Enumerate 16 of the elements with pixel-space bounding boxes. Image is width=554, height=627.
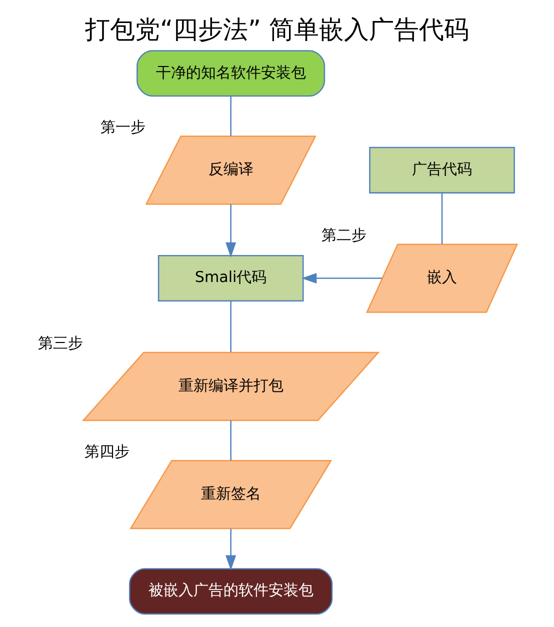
node-label: 第二步 (321, 226, 366, 244)
node-box: 被嵌入广告的软件安装包 (129, 568, 333, 615)
node-label: 第四步 (84, 442, 130, 460)
connector (230, 301, 232, 352)
connector (441, 193, 443, 244)
diagram-title: 打包党“四步法” 简单嵌入广告代码 (84, 15, 470, 44)
node-label: 第三步 (38, 334, 83, 352)
connector (230, 420, 232, 460)
arrow (302, 273, 382, 284)
node-box: 干净的知名软件安装包 (136, 50, 326, 97)
node-box: Smali代码 (158, 255, 304, 302)
connector (230, 96, 232, 136)
arrow (226, 528, 236, 570)
node-box: 广告代码 (369, 146, 515, 194)
node-label: 第一步 (100, 118, 146, 136)
arrow (226, 204, 236, 258)
